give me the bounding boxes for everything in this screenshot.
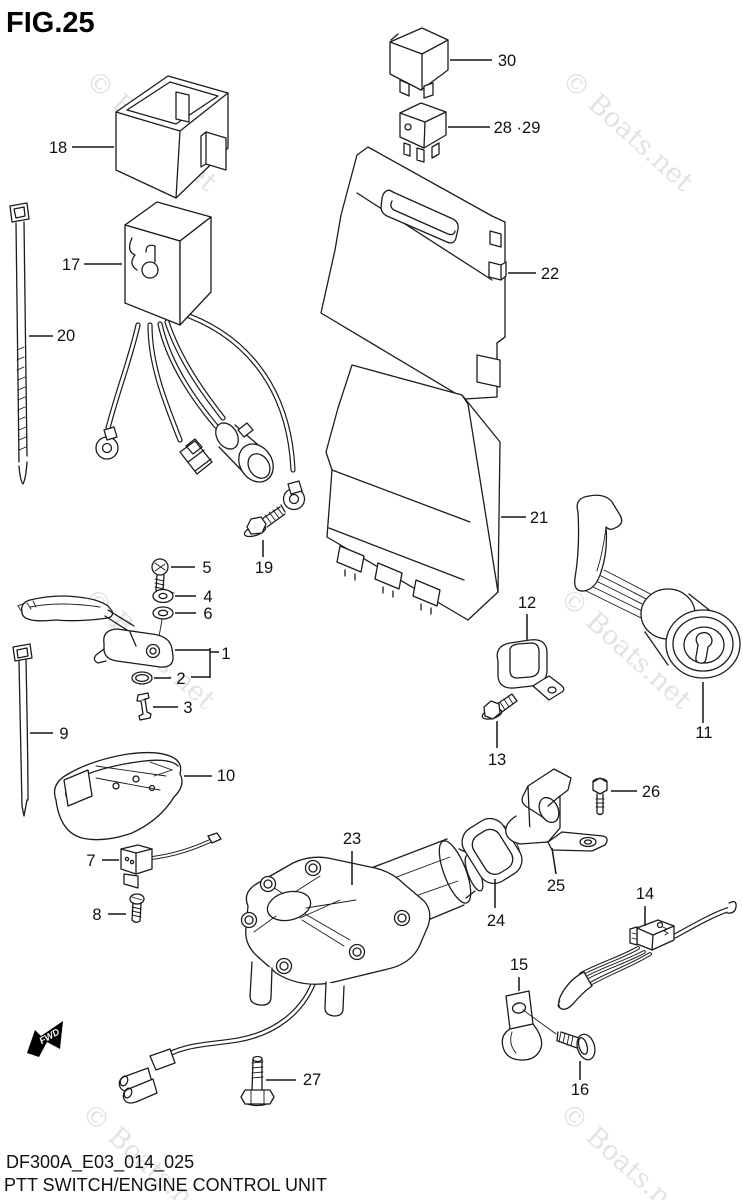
- part-21-ecu: 21: [325, 364, 548, 621]
- part-23-label: 23: [343, 830, 361, 848]
- part-12-label: 12: [518, 594, 536, 612]
- part-23-ptt-motor: 23: [118, 830, 484, 1104]
- part-22-label: 22: [541, 265, 559, 283]
- figure-title: FIG.25: [6, 7, 95, 39]
- part-28-29-label: 28 ·29: [494, 119, 541, 137]
- part-7-label: 7: [86, 852, 95, 870]
- part-1-label: 1: [221, 645, 230, 663]
- part-18-cover: 18: [49, 75, 229, 199]
- part-9-label: 9: [59, 725, 68, 743]
- part-3-label: 3: [183, 699, 192, 717]
- part-16-screw: 16: [556, 1031, 596, 1099]
- part-1-ptt-switch: 1 2: [17, 595, 231, 688]
- part-6-label: 6: [203, 605, 212, 623]
- watermark-text: © Boats.net: [553, 1097, 697, 1200]
- part-3-clip: 3: [136, 692, 193, 721]
- part-17-regulator-harness: 17: [62, 201, 306, 511]
- part-5-label: 5: [202, 559, 211, 577]
- part-26-label: 26: [642, 783, 660, 801]
- part-16-label: 16: [571, 1081, 589, 1099]
- part-22-ecu-cover: 22: [320, 146, 559, 400]
- drawing-code: DF300A_E03_014_025: [6, 1152, 194, 1173]
- part-25-bracket: 25: [505, 768, 608, 895]
- part-24-label: 24: [487, 912, 505, 930]
- part-13-label: 13: [488, 751, 506, 769]
- part-11-label: 11: [695, 724, 712, 742]
- part-13-bolt: 13: [481, 693, 518, 769]
- part-21-label: 21: [530, 509, 548, 527]
- part-11-ignition-switch: 11: [574, 494, 741, 742]
- part-27-label: 27: [303, 1071, 321, 1089]
- part-27-bolt: 27: [240, 1055, 321, 1107]
- part-2-label: 2: [176, 670, 185, 688]
- part-26-bolt: 26: [592, 777, 660, 816]
- part-8-label: 8: [92, 906, 101, 924]
- part-10-housing: 10: [53, 751, 235, 841]
- bolt-heads: [240, 859, 411, 975]
- part-30-label: 30: [498, 52, 516, 70]
- part-17-label: 17: [62, 256, 80, 274]
- watermark-text: © Boats.net: [555, 64, 699, 198]
- part-15-label: 15: [510, 956, 528, 974]
- figure-caption: PTT SWITCH/ENGINE CONTROL UNIT: [4, 1175, 327, 1195]
- part-15-bracket: 15: [501, 956, 557, 1061]
- fwd-marker: FWD: [27, 1021, 63, 1057]
- part-18-label: 18: [49, 139, 67, 157]
- part-14-label: 14: [636, 885, 654, 903]
- fwd-arrow-icon: [27, 1021, 63, 1057]
- part-7-micro-switch: 7: [86, 832, 222, 889]
- part-30-relay: 30: [389, 27, 516, 99]
- part-9-cable-tie: 9: [12, 643, 69, 817]
- part-14-switch-assembly: 14: [557, 885, 737, 1010]
- part-28-29-relay: 28 ·29: [399, 102, 541, 163]
- part-8-screw: 8: [92, 893, 145, 924]
- part-4-spring-washer: 4: [152, 588, 213, 606]
- part-5-screw: 5: [151, 558, 212, 593]
- part-4-label: 4: [203, 588, 212, 606]
- part-12-clamp: 12: [496, 594, 565, 701]
- part-25-label: 25: [547, 877, 565, 895]
- part-19-bolt: 19: [243, 504, 286, 577]
- part-20-cable-tie: 20: [9, 202, 75, 485]
- part-20-label: 20: [57, 327, 75, 345]
- part-10-label: 10: [217, 767, 235, 785]
- part-19-label: 19: [255, 559, 273, 577]
